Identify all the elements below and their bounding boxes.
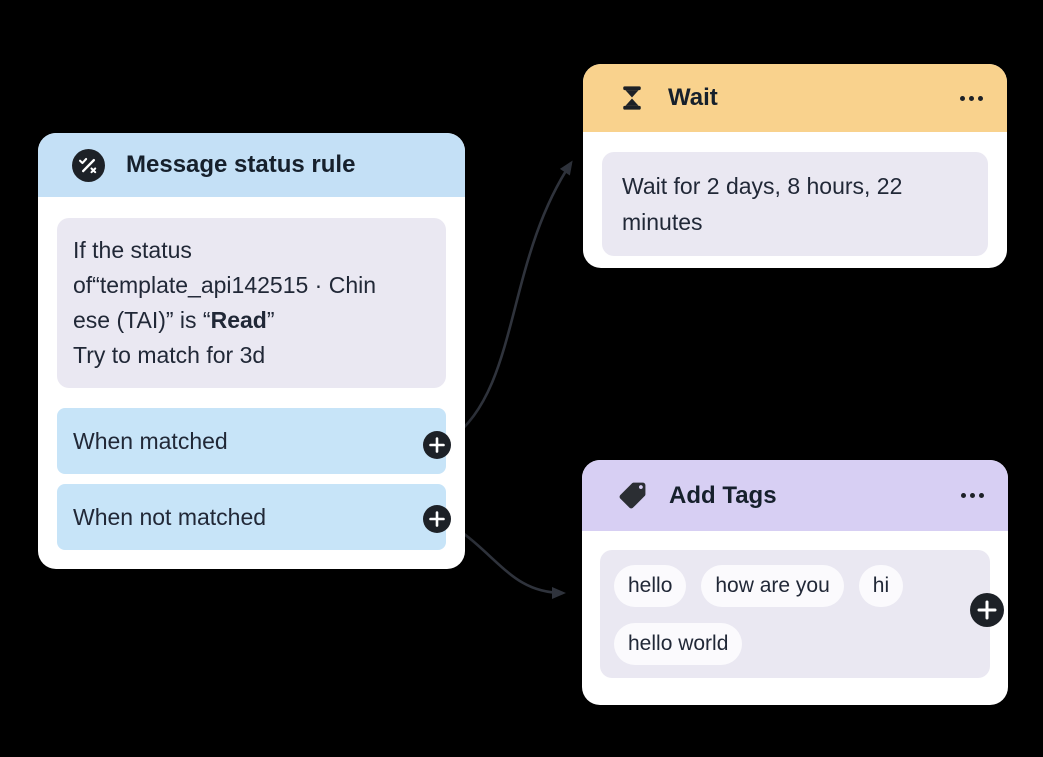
tag-pill: hi xyxy=(858,565,904,607)
node-message-status-rule[interactable]: Message status rule If the status of“tem… xyxy=(38,133,465,569)
node-header-wait: Wait xyxy=(583,64,1007,132)
node-body: If the status of“template_api142515 · Ch… xyxy=(38,197,465,550)
branch-when-not-matched: When not matched xyxy=(57,484,446,550)
node-menu-button[interactable] xyxy=(959,487,986,504)
add-next-step-button[interactable] xyxy=(970,593,1004,627)
node-body: Wait for 2 days, 8 hours, 22 minutes xyxy=(583,132,1007,256)
branch-when-matched: When matched xyxy=(57,408,446,474)
edge-when-matched-to-wait xyxy=(450,160,573,441)
node-add-tags[interactable]: Add Tags hello how are you hi hello worl… xyxy=(582,460,1008,705)
tag-pill: how are you xyxy=(701,565,844,607)
wait-summary: Wait for 2 days, 8 hours, 22 minutes xyxy=(602,152,988,256)
edge-when-not-matched-to-add-tags xyxy=(451,523,566,599)
branch-label: When matched xyxy=(73,427,228,454)
add-step-when-not-matched-button[interactable] xyxy=(423,505,451,533)
branch-label: When not matched xyxy=(73,503,267,530)
node-title: Wait xyxy=(668,84,718,111)
condition-retry-text: Try to match for 3d xyxy=(73,342,266,368)
node-header-message-status-rule: Message status rule xyxy=(38,133,465,197)
node-header-add-tags: Add Tags xyxy=(582,460,1008,531)
node-menu-button[interactable] xyxy=(958,90,985,107)
node-body: hello how are you hi hello world xyxy=(582,531,1008,678)
plus-icon xyxy=(423,431,451,459)
add-step-when-matched-button[interactable] xyxy=(423,431,451,459)
plus-icon xyxy=(970,593,1004,627)
condition-text: If the status of“template_api142515 · Ch… xyxy=(73,237,377,333)
tag-pill: hello world xyxy=(614,623,743,665)
node-title: Add Tags xyxy=(669,481,777,509)
condition-summary: If the status of“template_api142515 · Ch… xyxy=(57,218,446,388)
tag-icon xyxy=(617,480,648,511)
node-title: Message status rule xyxy=(126,151,356,178)
tags-summary: hello how are you hi hello world xyxy=(600,550,990,678)
tag-pill: hello xyxy=(614,565,687,607)
node-wait[interactable]: Wait Wait for 2 days, 8 hours, 22 minute… xyxy=(583,64,1007,268)
match-rule-icon xyxy=(72,148,105,182)
hourglass-icon xyxy=(618,84,646,112)
plus-icon xyxy=(423,505,451,533)
